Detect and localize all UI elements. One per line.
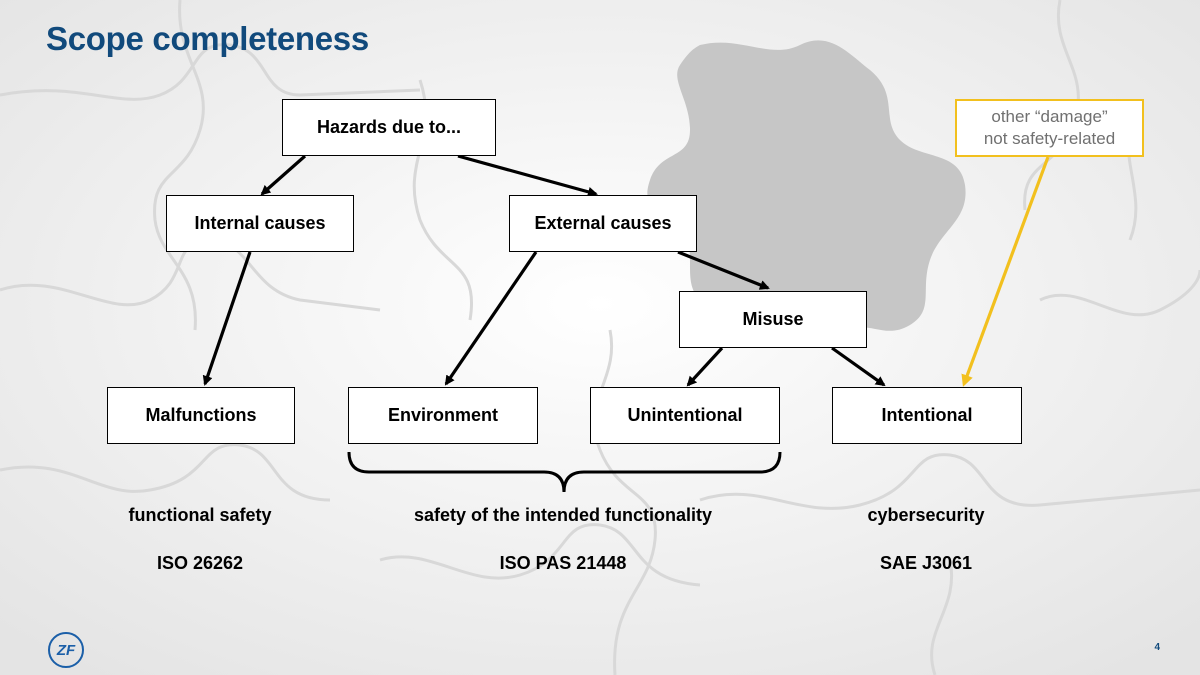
sotif-brace [347,451,782,493]
node-environment: Environment [348,387,538,444]
node-malfunctions: Malfunctions [107,387,295,444]
arrow-misuse-to-unintentional [686,346,724,387]
node-internal-causes: Internal causes [166,195,354,252]
arrow-hazards-to-internal [260,154,307,196]
note-line-1: other “damage” [991,107,1108,126]
scope-cybersecurity: cybersecurity [867,505,985,525]
scope-functional-safety: functional safety [128,505,272,525]
standard-iso-pas-21448: ISO PAS 21448 [499,553,627,573]
page-number: 4 [1154,642,1160,653]
node-external-causes: External causes [509,195,697,252]
node-unintentional: Unintentional [590,387,780,444]
note-other-damage: other “damage” not safety-related [955,99,1144,157]
arrow-external-to-environment [444,251,538,386]
scope-sotif: safety of the intended functionality [413,505,713,525]
node-hazards: Hazards due to... [282,99,496,156]
zf-logo: ZF [48,632,84,668]
standard-sae-j3061: SAE J3061 [879,553,973,573]
arrow-hazards-to-external [457,154,598,197]
arrow-internal-to-malfunctions [202,251,252,386]
page-title: Scope completeness [46,20,369,57]
note-line-2: not safety-related [983,129,1116,148]
node-intentional: Intentional [832,387,1022,444]
arrow-external-to-misuse [677,250,770,290]
node-misuse: Misuse [679,291,867,348]
standard-iso-26262: ISO 26262 [156,553,244,573]
arrow-note-to-intentional [961,156,1050,387]
arrow-misuse-to-intentional [831,346,886,387]
